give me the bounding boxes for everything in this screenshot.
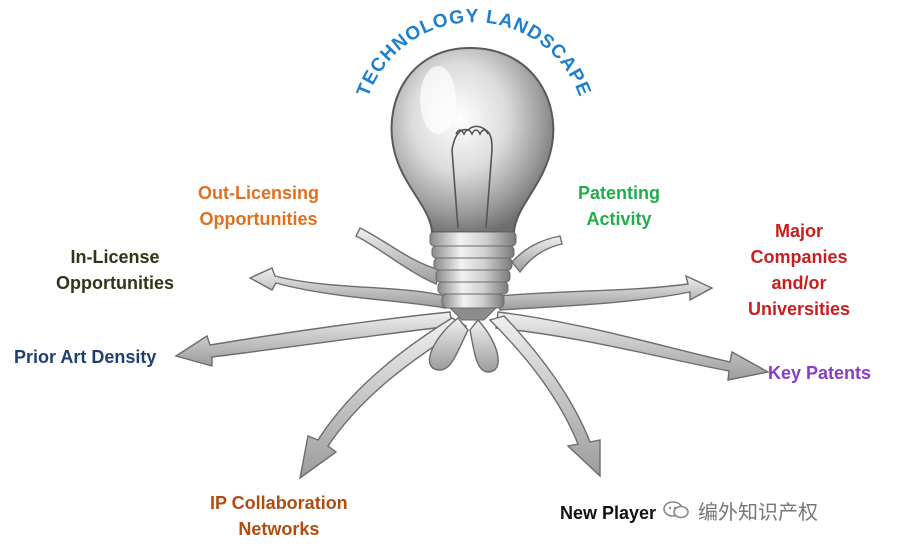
label-out-licensing-line2: Opportunities bbox=[198, 206, 319, 232]
label-in-license-line2: Opportunities bbox=[56, 270, 174, 296]
ribbon-loop-center-right bbox=[470, 320, 498, 372]
label-major: Major Companies and/or Universities bbox=[748, 218, 850, 322]
label-major-line4: Universities bbox=[748, 296, 850, 322]
label-new-players-text: New Player bbox=[560, 500, 656, 526]
ribbon-curl-left bbox=[356, 228, 440, 284]
label-major-line3: and/or bbox=[748, 270, 850, 296]
label-ip-collab-line2: Networks bbox=[210, 516, 348, 542]
label-patenting: Patenting Activity bbox=[578, 180, 660, 232]
label-ip-collab-line1: IP Collaboration bbox=[210, 490, 348, 516]
label-ip-collab: IP Collaboration Networks bbox=[210, 490, 348, 542]
label-major-line2: Companies bbox=[748, 244, 850, 270]
label-out-licensing-line1: Out-Licensing bbox=[198, 180, 319, 206]
label-patenting-line2: Activity bbox=[578, 206, 660, 232]
label-major-line1: Major bbox=[748, 218, 850, 244]
label-key-patents-text: Key Patents bbox=[768, 360, 871, 386]
bulb-highlight bbox=[420, 66, 456, 134]
label-in-license-line1: In-License bbox=[56, 244, 174, 270]
ribbon-curl-right bbox=[512, 236, 562, 272]
label-prior-art-text: Prior Art Density bbox=[14, 344, 156, 370]
label-patenting-line1: Patenting bbox=[578, 180, 660, 206]
label-new-players: New Player bbox=[560, 500, 656, 526]
label-out-licensing: Out-Licensing Opportunities bbox=[198, 180, 319, 232]
label-key-patents: Key Patents bbox=[768, 360, 871, 386]
ribbon-arrow-major bbox=[500, 276, 712, 310]
bulb-glass bbox=[392, 48, 554, 232]
chat-bubble-icon bbox=[662, 499, 690, 521]
label-prior-art: Prior Art Density bbox=[14, 344, 156, 370]
label-in-license: In-License Opportunities bbox=[56, 244, 174, 296]
watermark-text: 编外知识产权 bbox=[698, 496, 818, 525]
watermark: 编外知识产权 bbox=[662, 494, 818, 526]
